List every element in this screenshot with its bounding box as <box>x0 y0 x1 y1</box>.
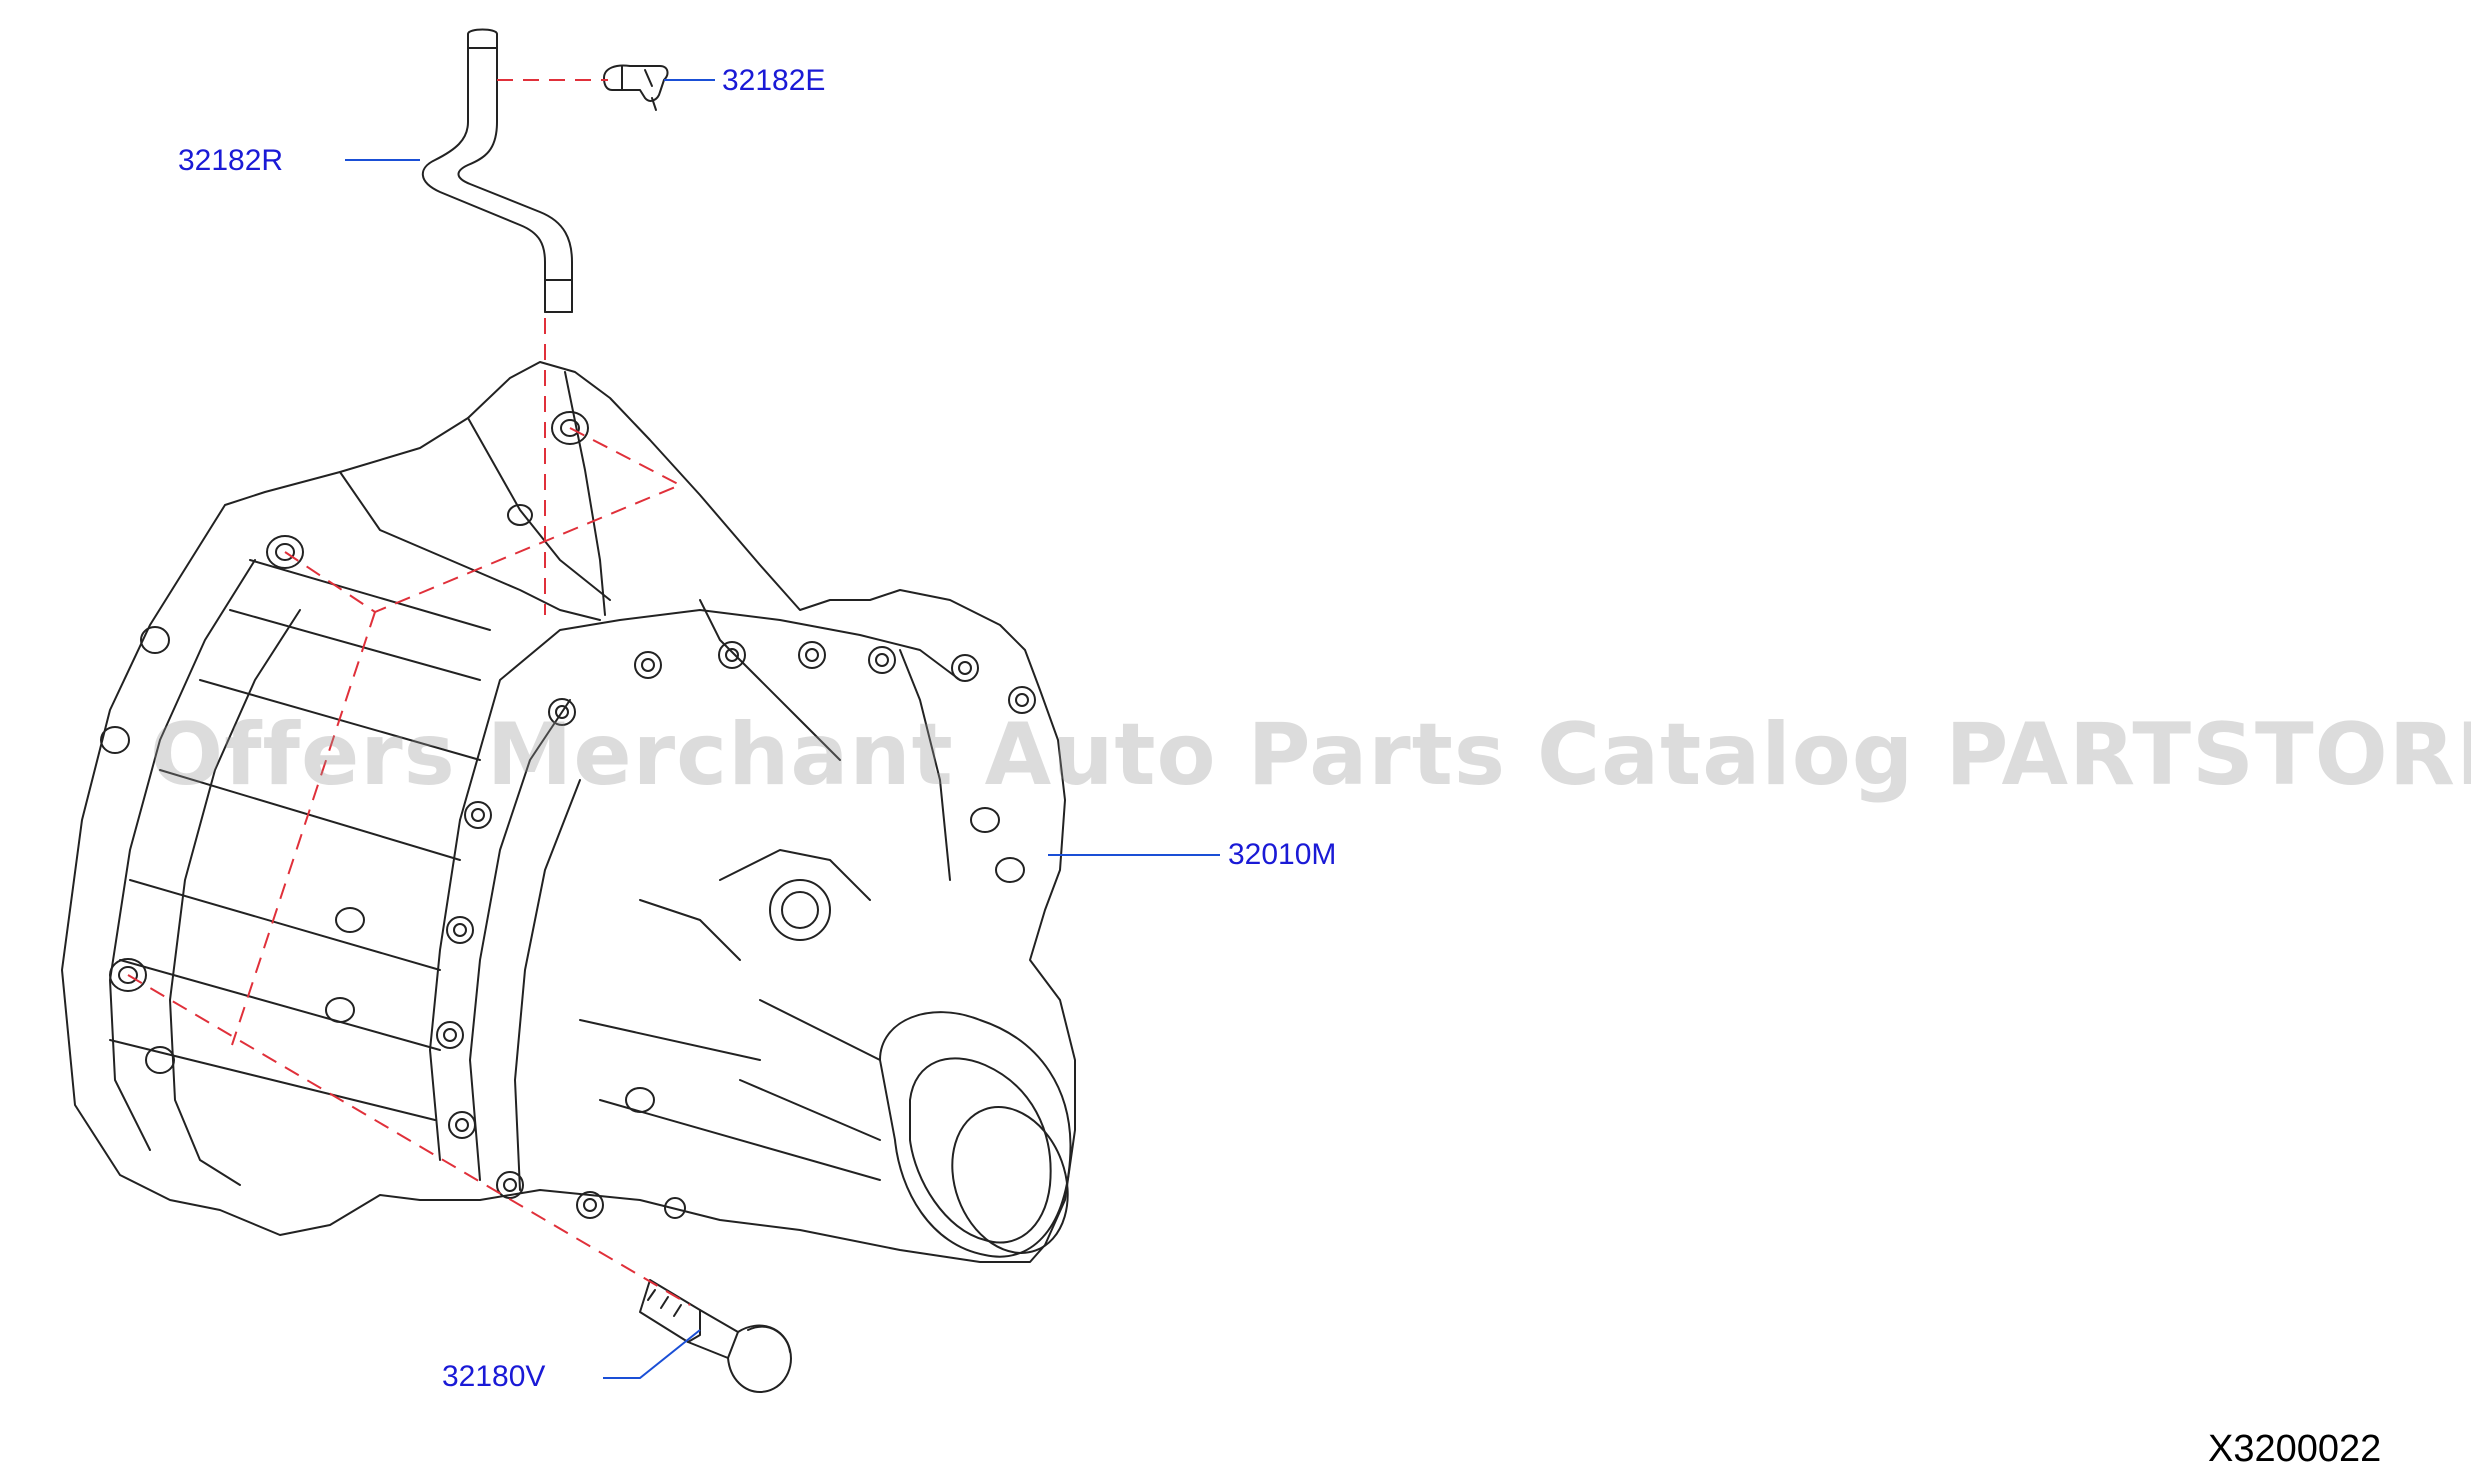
watermark-text: Offers Merchant Auto Parts Catalog PARTS… <box>150 705 2471 805</box>
assembly-dashed-lines <box>127 79 691 1306</box>
mounting-bolt <box>639 1279 792 1393</box>
breather-hose <box>421 28 573 313</box>
leader-lines <box>345 79 1220 1379</box>
transmission-assembly <box>61 361 1076 1263</box>
illustration-code: X3200022 <box>2208 1428 2382 1470</box>
case-bolts <box>436 641 1036 1219</box>
part-label-32182R[interactable]: 32182R <box>178 144 284 177</box>
part-label-32182E[interactable]: 32182E <box>722 64 826 97</box>
part-label-32010M[interactable]: 32010M <box>1228 838 1337 871</box>
hose-clip <box>603 64 669 111</box>
part-label-32180V[interactable]: 32180V <box>442 1360 546 1393</box>
